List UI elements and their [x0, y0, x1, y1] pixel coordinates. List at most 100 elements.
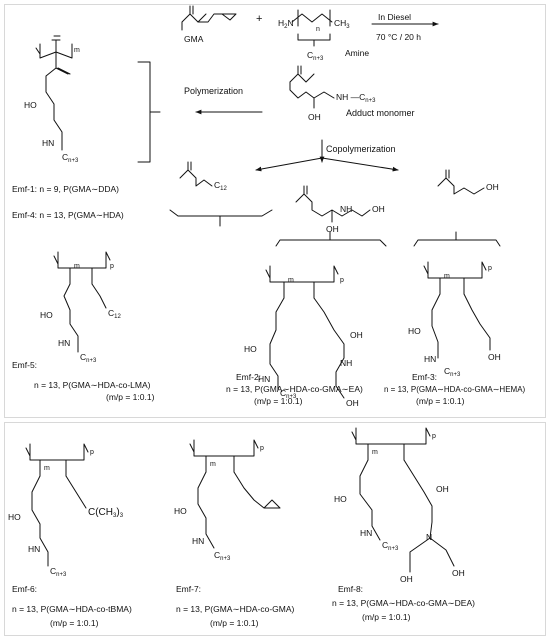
emf6-tbu: C(CH3)3 — [88, 508, 123, 521]
emf2-m: m — [288, 277, 294, 284]
emf5-c12: C12 — [108, 308, 121, 322]
adduct-oh: OH — [308, 112, 321, 122]
emf6-structure — [25, 443, 89, 567]
emf6-tbu-end: ) — [116, 507, 120, 518]
emf8-cn3: Cn+3 — [382, 540, 398, 554]
emf8-n: N — [426, 532, 433, 542]
emf6-cn3-text: C — [50, 566, 57, 576]
amine-formula: Cn+3 — [307, 50, 323, 64]
emf8-structure — [351, 427, 455, 573]
emf7-name: Emf-7: — [176, 584, 202, 594]
emf2-bracket — [275, 231, 387, 247]
plus-sign: + — [256, 13, 263, 25]
emf2-desc: n = 13, P(GMA∼HDA-co-GMA∼EA) — [226, 384, 363, 394]
condition-solvent: In Diesel — [378, 12, 412, 22]
emf7-m: m — [210, 461, 216, 468]
emf3-bracket — [413, 231, 501, 247]
emf4-label: Emf-4: n = 13, P(GMA∼HDA) — [12, 210, 124, 220]
emf5-hn: HN — [58, 338, 71, 348]
emf3-desc: n = 13, P(GMA∼HDA-co-GMA∼HEMA) — [384, 385, 526, 394]
adduct-nh-text: NH — [336, 92, 349, 102]
emf8-oh3: OH — [452, 568, 465, 578]
emf6-ratio: (m/p = 1:0.1) — [50, 618, 99, 628]
emf8-name: Emf-8: — [338, 584, 364, 594]
emf2-oh: OH — [350, 330, 363, 340]
homo-hn: HN — [42, 138, 55, 148]
emf5-c12-sub: 12 — [114, 314, 121, 320]
emf2-nh: NH — [340, 358, 353, 368]
emf8-hn: HN — [360, 528, 373, 538]
emf5-bracket — [169, 209, 273, 227]
emf3-cn3-text: C — [444, 366, 451, 376]
amine-formula-text: C — [307, 50, 314, 60]
emf1-label: Emf-1: n = 9, P(GMA∼DDA) — [12, 184, 120, 194]
emf2-oh2: OH — [346, 398, 359, 408]
amine-n: N — [287, 18, 294, 28]
homo-cn3-sub: n+3 — [68, 158, 79, 164]
ea-oh: OH — [326, 224, 339, 234]
emf8-m: m — [372, 449, 378, 456]
emf5-cn3-text: C — [80, 352, 87, 362]
emf7-p: p — [260, 445, 264, 452]
copoly-arrow-right — [321, 157, 399, 172]
emf3-ho: HO — [408, 326, 421, 336]
emf5-p: p — [110, 263, 114, 270]
emf7-cn3-sub: n+3 — [220, 556, 231, 562]
lma-c12: C12 — [214, 180, 227, 194]
emf6-tbu-text: C(CH — [88, 507, 113, 518]
emf2-cn3-text: C — [280, 388, 287, 398]
emf8-ratio: (m/p = 1:0.1) — [362, 612, 411, 622]
emf7-desc: n = 13, P(GMA∼HDA-co-GMA) — [176, 604, 295, 614]
emf2-p: p — [340, 277, 344, 284]
emf3-cn3: Cn+3 — [444, 366, 460, 380]
emf5-name: Emf-5: — [12, 360, 38, 370]
emf3-m: m — [444, 273, 450, 280]
adduct-cn3-sub: n+3 — [365, 98, 376, 104]
emf3-name: Emf-3: — [412, 372, 438, 382]
adduct-cn3: C — [359, 92, 366, 102]
lma-monomer — [179, 161, 213, 187]
emf6-cn3-sub: n+3 — [56, 572, 67, 578]
emf7-ho: HO — [174, 506, 187, 516]
amine-formula-sub: n+3 — [313, 56, 324, 62]
amine-h-sub: 2 — [284, 24, 288, 30]
emf5-m: m — [74, 263, 80, 270]
emf3-oh: OH — [488, 352, 501, 362]
emf3-cn3-sub: n+3 — [450, 372, 461, 378]
adduct-nh: NH —Cn+3 — [336, 92, 376, 104]
emf2-name: Emf-2: — [236, 372, 262, 382]
emf6-desc: n = 13, P(GMA∼HDA-co-tBMA) — [12, 604, 132, 614]
amine-nh2: H2N — [278, 18, 294, 32]
amine-label: Amine — [345, 48, 370, 58]
emf3-ratio: (m/p = 1:0.1) — [416, 396, 465, 406]
emf2-hn: HN — [258, 374, 271, 384]
condition-temp-time: 70 °C / 20 h — [376, 32, 421, 42]
emf5-ho: HO — [40, 310, 53, 320]
adduct-label: Adduct monomer — [346, 108, 415, 118]
homo-ho: HO — [24, 100, 37, 110]
emf8-cn3-text: C — [382, 540, 389, 550]
emf6-tbu-sub2: 3 — [119, 513, 124, 519]
lma-c12-text: C — [214, 180, 221, 190]
homopolymer-bracket — [137, 61, 161, 163]
gma-label: GMA — [184, 34, 204, 44]
amine-repeat: n — [316, 26, 320, 33]
homo-cn3: Cn+3 — [62, 152, 78, 166]
emf6-p: p — [90, 449, 94, 456]
emf2-ho: HO — [244, 344, 257, 354]
amine-ch3: CH3 — [334, 18, 350, 32]
emf7-cn3-text: C — [214, 550, 221, 560]
amine-ch3-text: CH — [334, 18, 347, 28]
emf8-p: p — [432, 433, 436, 440]
emf3-structure — [423, 261, 491, 359]
emf6-m: m — [44, 465, 50, 472]
emf8-cn3-sub: n+3 — [388, 546, 399, 552]
emf5-c12-text: C — [108, 308, 115, 318]
emf7-cn3: Cn+3 — [214, 550, 230, 564]
hema-oh: OH — [486, 182, 499, 192]
homopolymer-structure — [35, 35, 73, 151]
emf8-oh: OH — [436, 484, 449, 494]
emf5-cn3: Cn+3 — [80, 352, 96, 366]
adduct-monomer — [289, 65, 335, 109]
